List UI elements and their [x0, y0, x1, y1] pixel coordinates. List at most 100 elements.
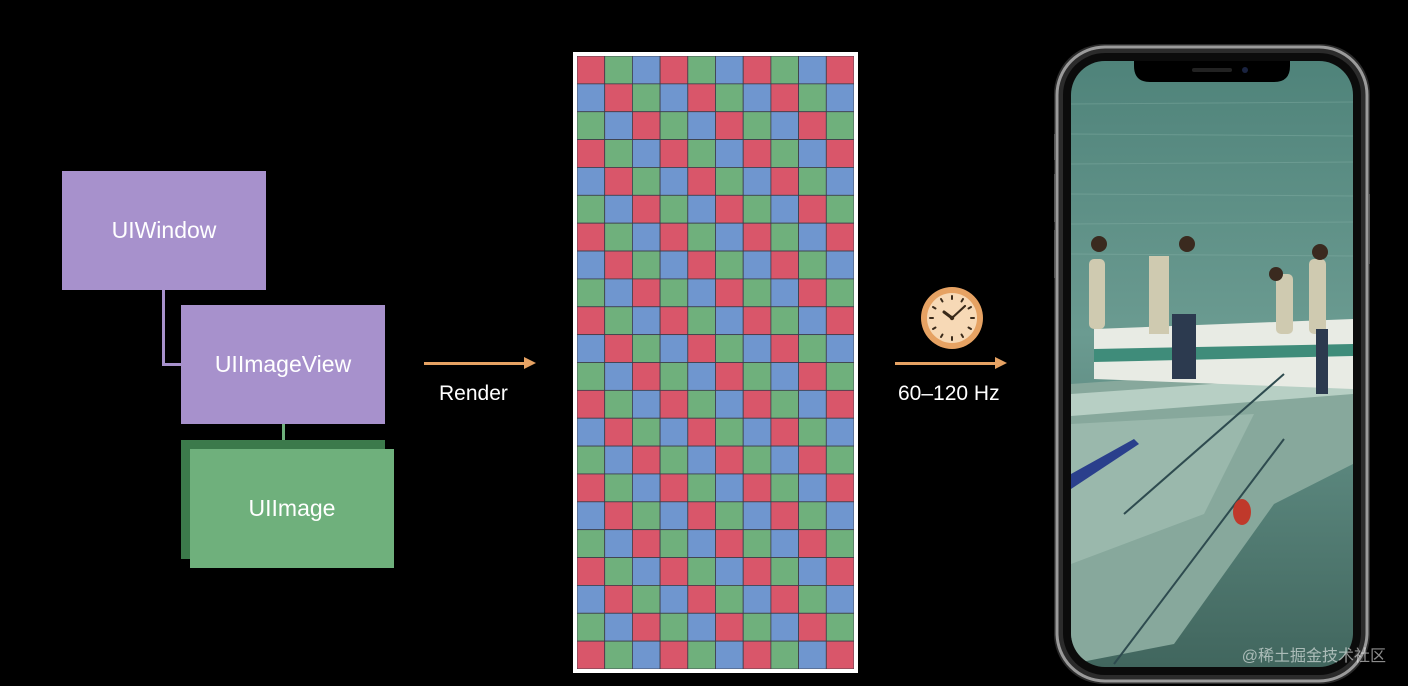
- pixel-cell: [825, 557, 854, 586]
- pixel-cell: [687, 250, 716, 280]
- pixel-cell: [715, 473, 744, 503]
- pixel-cell: [659, 222, 689, 252]
- watermark: @稀土掘金技术社区: [1241, 648, 1386, 665]
- uiimage-label: UIImage: [248, 495, 336, 521]
- pixel-cell: [825, 111, 854, 140]
- pixel-cell: [715, 445, 744, 475]
- pixel-cell: [577, 278, 606, 308]
- pixel-cell: [742, 389, 772, 419]
- pixel-cell: [687, 557, 716, 586]
- pixel-cell: [825, 139, 854, 168]
- pixel-cell: [687, 529, 716, 558]
- pixel-cell: [687, 306, 716, 336]
- pixel-cell: [604, 167, 633, 196]
- pixel-cell: [770, 529, 799, 558]
- pixel-cell: [715, 139, 744, 168]
- pixel-cell: [770, 278, 799, 308]
- pixel-cell: [742, 612, 772, 642]
- pixel-cell: [687, 473, 716, 503]
- pixel-cell: [798, 473, 827, 503]
- pixel-cell: [742, 334, 772, 363]
- pixel-cell: [742, 194, 772, 224]
- pixel-cell: [632, 111, 661, 140]
- pixel-cell: [604, 445, 633, 475]
- pixel-cell: [770, 139, 799, 168]
- iphone-icon: [1054, 44, 1370, 684]
- pixel-cell: [659, 557, 689, 586]
- pixel-cell: [632, 640, 661, 669]
- pixel-cell: [659, 278, 689, 308]
- pixel-cell: [659, 139, 689, 168]
- pixel-cell: [798, 389, 827, 419]
- pixel-cell: [659, 585, 689, 614]
- pixel-cell: [577, 557, 606, 586]
- pixel-cell: [632, 557, 661, 586]
- pixel-cell: [825, 417, 854, 447]
- pixel-cell: [825, 83, 854, 113]
- pixel-cell: [577, 222, 606, 252]
- pixel-cell: [604, 640, 633, 669]
- pixel-cell: [715, 557, 744, 586]
- pixel-cell: [770, 501, 799, 531]
- pixel-cell: [577, 139, 606, 168]
- render-arrow: [424, 357, 536, 369]
- pixel-cell: [659, 111, 689, 140]
- pixel-cell: [632, 612, 661, 642]
- pixel-cell: [687, 362, 716, 391]
- pixel-cell: [687, 640, 716, 669]
- pixel-cell: [798, 334, 827, 363]
- pixel-cell: [742, 111, 772, 140]
- pixel-cell: [770, 194, 799, 224]
- pixel-cell: [798, 167, 827, 196]
- pixel-cell: [604, 306, 633, 336]
- pixel-cell: [798, 139, 827, 168]
- pixel-cell: [632, 194, 661, 224]
- imageview-to-image-connector: [282, 424, 285, 450]
- pixel-cell: [577, 362, 606, 391]
- pixel-cell: [715, 612, 744, 642]
- pixel-cell: [798, 585, 827, 614]
- pixel-cell: [577, 640, 606, 669]
- pixel-cell: [742, 501, 772, 531]
- uiwindow-node: UIWindow: [62, 171, 266, 290]
- pixel-cell: [659, 612, 689, 642]
- pixel-cell: [742, 417, 772, 447]
- pixel-cell: [742, 278, 772, 308]
- pixel-cell: [742, 222, 772, 252]
- pixel-cell: [770, 334, 799, 363]
- pixel-cell: [798, 640, 827, 669]
- pixel-cell: [742, 83, 772, 113]
- pixel-cell: [798, 111, 827, 140]
- uiwindow-label: UIWindow: [111, 217, 217, 243]
- pixel-cell: [687, 83, 716, 113]
- pixel-cell: [798, 306, 827, 336]
- pixel-cell: [770, 306, 799, 336]
- pixel-cell: [577, 194, 606, 224]
- pixel-cell: [715, 83, 744, 113]
- pixel-cell: [632, 83, 661, 113]
- pixel-cell: [632, 445, 661, 475]
- pixel-cell: [715, 362, 744, 391]
- pixel-cell: [798, 83, 827, 113]
- pixel-cell: [715, 111, 744, 140]
- pixel-cell: [770, 417, 799, 447]
- pixel-cell: [659, 389, 689, 419]
- pixel-cell: [825, 194, 854, 224]
- pixel-cell: [825, 585, 854, 614]
- pixel-cell: [825, 250, 854, 280]
- pixel-cell: [715, 167, 744, 196]
- pixel-cell: [687, 501, 716, 531]
- pixel-cell: [577, 612, 606, 642]
- pixel-cell: [798, 194, 827, 224]
- pixel-cell: [770, 222, 799, 252]
- pixel-cell: [770, 445, 799, 475]
- pixel-cell: [687, 389, 716, 419]
- pixel-cell: [742, 529, 772, 558]
- pixel-cell: [687, 111, 716, 140]
- pixel-cell: [742, 557, 772, 586]
- pixel-cell: [577, 250, 606, 280]
- pixel-cell: [577, 167, 606, 196]
- pixel-cell: [798, 529, 827, 558]
- pixel-cell: [687, 612, 716, 642]
- pixel-cell: [659, 362, 689, 391]
